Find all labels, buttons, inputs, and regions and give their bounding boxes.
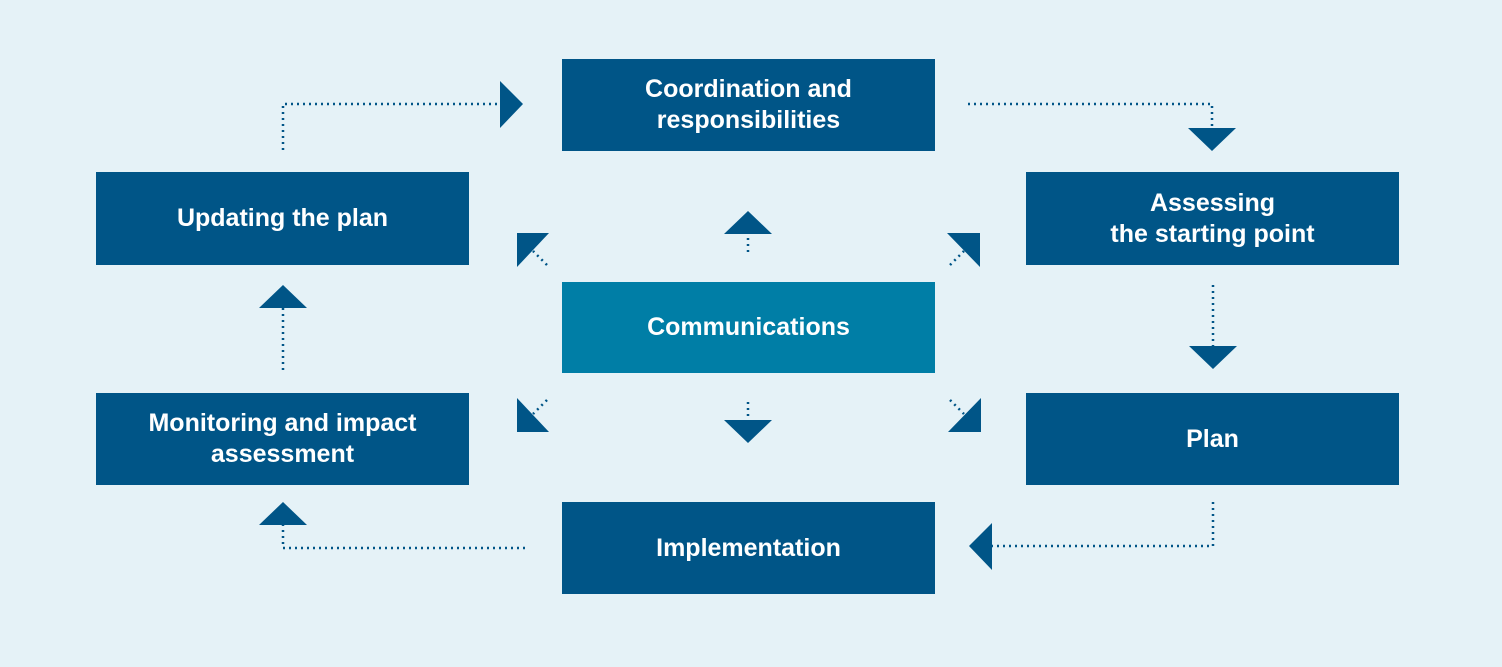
node-monitoring: Monitoring and impact assessment [96, 393, 469, 485]
node-coordination: Coordination and responsibilities [562, 59, 935, 151]
connector-communications-to-plan [949, 399, 965, 415]
arrowhead-left-icon [969, 523, 992, 570]
arrowhead-diagonal-down-left-icon [517, 398, 549, 432]
connector-implementation-to-monitoring [281, 525, 525, 550]
node-updating: Updating the plan [96, 172, 469, 265]
arrowhead-up-icon [724, 211, 772, 234]
arrowhead-diagonal-down-right-icon [948, 398, 981, 432]
arrowhead-up-icon [259, 285, 307, 308]
node-communications: Communications [562, 282, 935, 373]
node-implementation-label: Implementation [656, 533, 841, 562]
connector-updating-to-coordination [281, 102, 500, 150]
arrowhead-down-icon [724, 420, 772, 443]
arrowhead-diagonal-up-right-icon [947, 233, 980, 267]
arrowhead-up-icon [259, 502, 307, 525]
connector-coordination-to-assessing [968, 102, 1214, 128]
connector-communications-to-updating [532, 250, 548, 266]
node-plan: Plan [1026, 393, 1399, 485]
node-monitoring-label: Monitoring and impact assessment [148, 409, 417, 468]
arrowhead-down-icon [1189, 346, 1237, 369]
node-communications-label: Communications [647, 313, 850, 341]
arrowhead-diagonal-up-left-icon [517, 233, 549, 267]
connector-communications-to-assessing [949, 250, 965, 266]
node-coordination-label: Coordination and responsibilities [645, 75, 852, 134]
node-plan-label: Plan [1186, 424, 1239, 453]
arrowhead-down-icon [1188, 128, 1236, 151]
node-updating-label: Updating the plan [176, 204, 389, 232]
connector-communications-to-monitoring [532, 399, 548, 415]
connector-plan-to-implementation [992, 502, 1215, 548]
node-assessing-label: Assessing the starting point [1110, 188, 1315, 248]
arrowhead-right-icon [500, 81, 523, 128]
node-assessing: Assessing the starting point [1026, 172, 1399, 265]
node-implementation: Implementation [562, 502, 935, 594]
